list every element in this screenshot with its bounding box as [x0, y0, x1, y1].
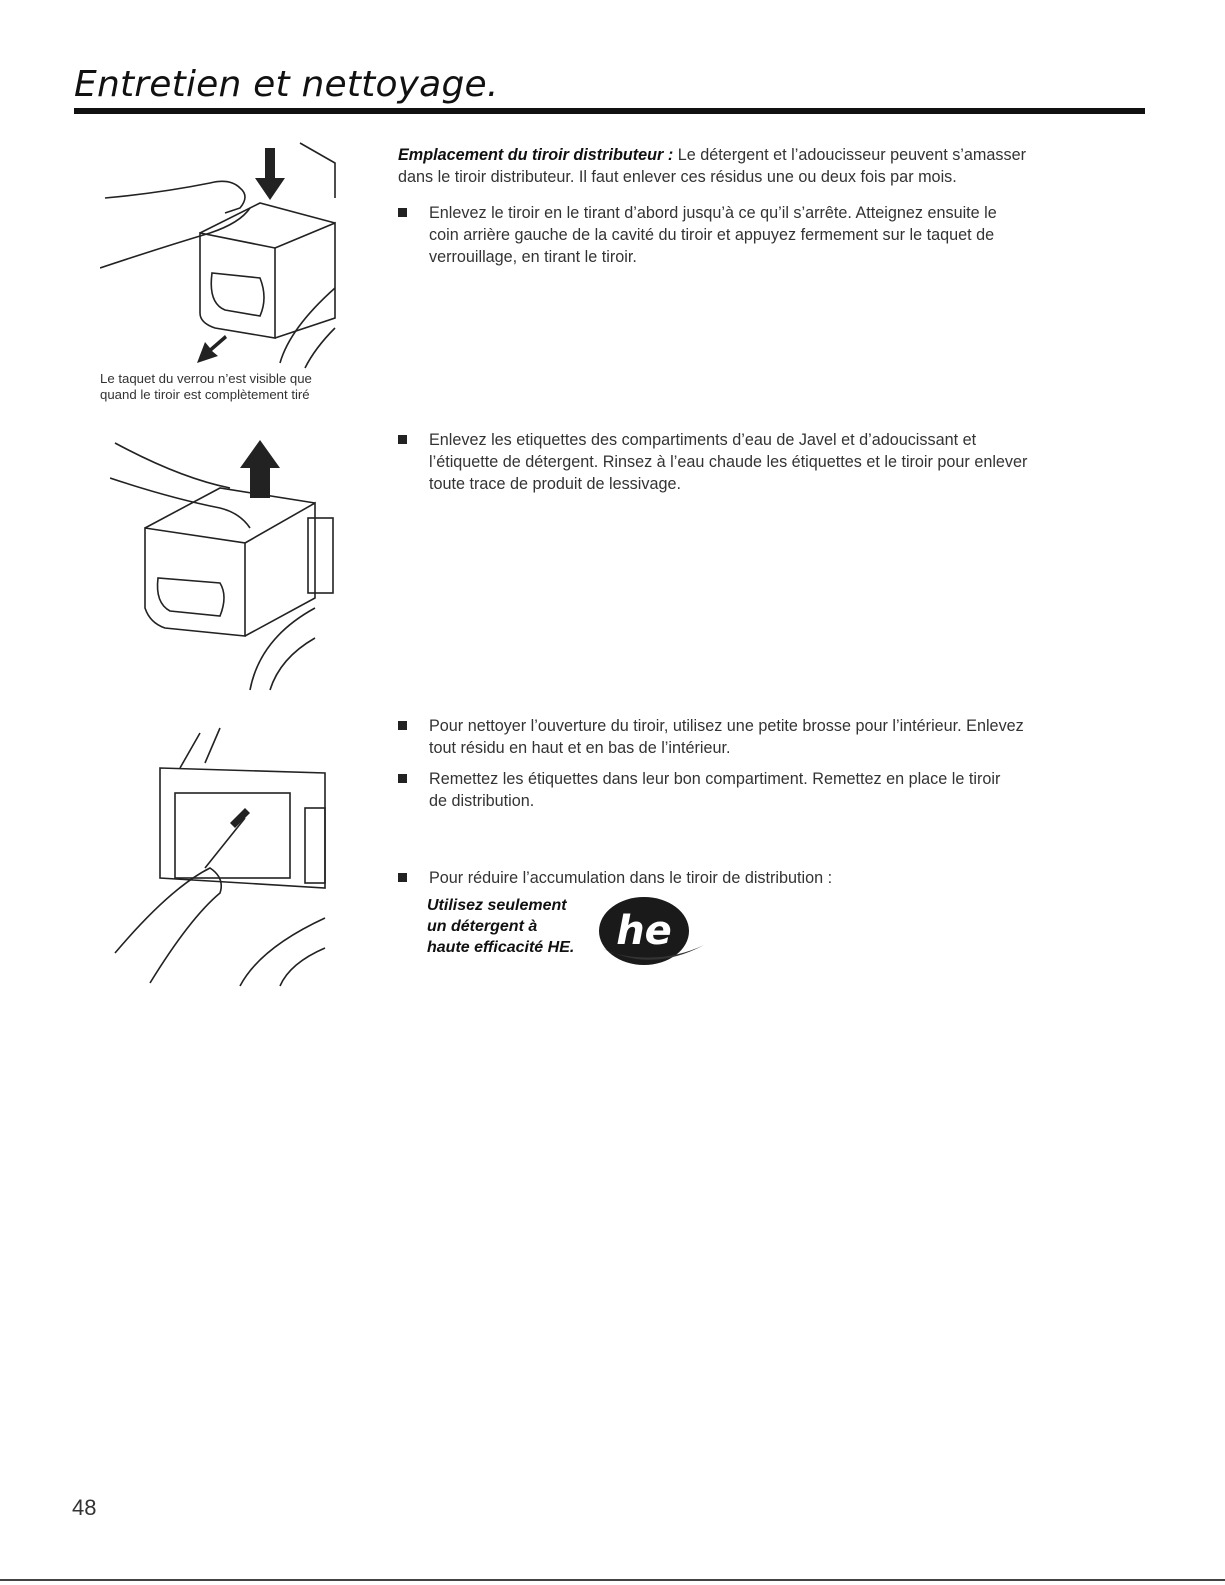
he-logo-text: he	[616, 908, 672, 954]
page-number: 48	[72, 1495, 97, 1520]
bullet-square-icon	[398, 774, 407, 783]
bullet-square-icon	[398, 721, 407, 730]
he-logo-icon: he	[599, 897, 704, 965]
bullet-3-line-1: Pour nettoyer l’ouverture du tiroir, uti…	[429, 717, 1024, 735]
bullet-square-icon	[398, 435, 407, 444]
bullet-1-line-2: coin arrière gauche de la cavité du tiro…	[429, 226, 995, 244]
bullet-square-icon	[398, 208, 407, 217]
bullet-2-line-3: toute trace de produit de lessivage.	[429, 475, 681, 493]
figure-brush-cleaning	[114, 727, 326, 987]
intro-paragraph: Emplacement du tiroir distributeur : Le …	[398, 144, 1098, 188]
bullet-remove-inserts: Enlevez les etiquettes des compartiments…	[398, 429, 1098, 495]
intro-heading: Emplacement du tiroir distributeur :	[398, 146, 674, 164]
bullet-square-icon	[398, 873, 407, 882]
bullet-1-line-1: Enlevez le tiroir en le tirant d’abord j…	[429, 204, 997, 222]
intro-line-2: dans le tiroir distributeur. Il faut enl…	[398, 168, 957, 186]
he-detergent-note: Utilisez seulement un détergent à haute …	[427, 895, 574, 958]
caption-line-1: Le taquet du verrou n’est visible que	[100, 371, 312, 386]
bullet-5-line-1: Pour réduire l’accumulation dans le tiro…	[429, 869, 833, 887]
bullet-remove-drawer: Enlevez le tiroir en le tirant d’abord j…	[398, 202, 1098, 268]
figure-drawer-removal	[100, 142, 336, 369]
bullet-3-line-2: tout résidu en haut et en bas de l’intér…	[429, 739, 731, 757]
bullet-4-line-1: Remettez les étiquettes dans leur bon co…	[429, 770, 1001, 788]
figure-caption: Le taquet du verrou n’est visible que qu…	[100, 371, 370, 403]
caption-line-2: quand le tiroir est complètement tiré	[100, 387, 310, 402]
title-rule	[74, 108, 1145, 114]
he-note-line-2: un détergent à	[427, 918, 538, 935]
he-note-line-3: haute efficacité HE.	[427, 939, 575, 956]
page-title: Entretien et nettoyage.	[74, 64, 499, 105]
bullet-replace-inserts: Remettez les étiquettes dans leur bon co…	[398, 768, 1098, 812]
bullet-2-line-2: l’étiquette de détergent. Rinsez à l’eau…	[429, 453, 1028, 471]
intro-line-1: Le détergent et l’adoucisseur peuvent s’…	[677, 146, 1026, 164]
bottom-rule	[0, 1579, 1225, 1581]
he-note-line-1: Utilisez seulement	[427, 897, 567, 914]
bullet-4-line-2: de distribution.	[429, 792, 535, 810]
bullet-2-line-1: Enlevez les etiquettes des compartiments…	[429, 431, 977, 449]
bullet-1-line-3: verrouillage, en tirant le tiroir.	[429, 248, 637, 266]
figure-drawer-inserts	[110, 440, 334, 691]
bullet-reduce-buildup: Pour réduire l’accumulation dans le tiro…	[398, 867, 1098, 889]
bullet-clean-opening: Pour nettoyer l’ouverture du tiroir, uti…	[398, 715, 1098, 759]
